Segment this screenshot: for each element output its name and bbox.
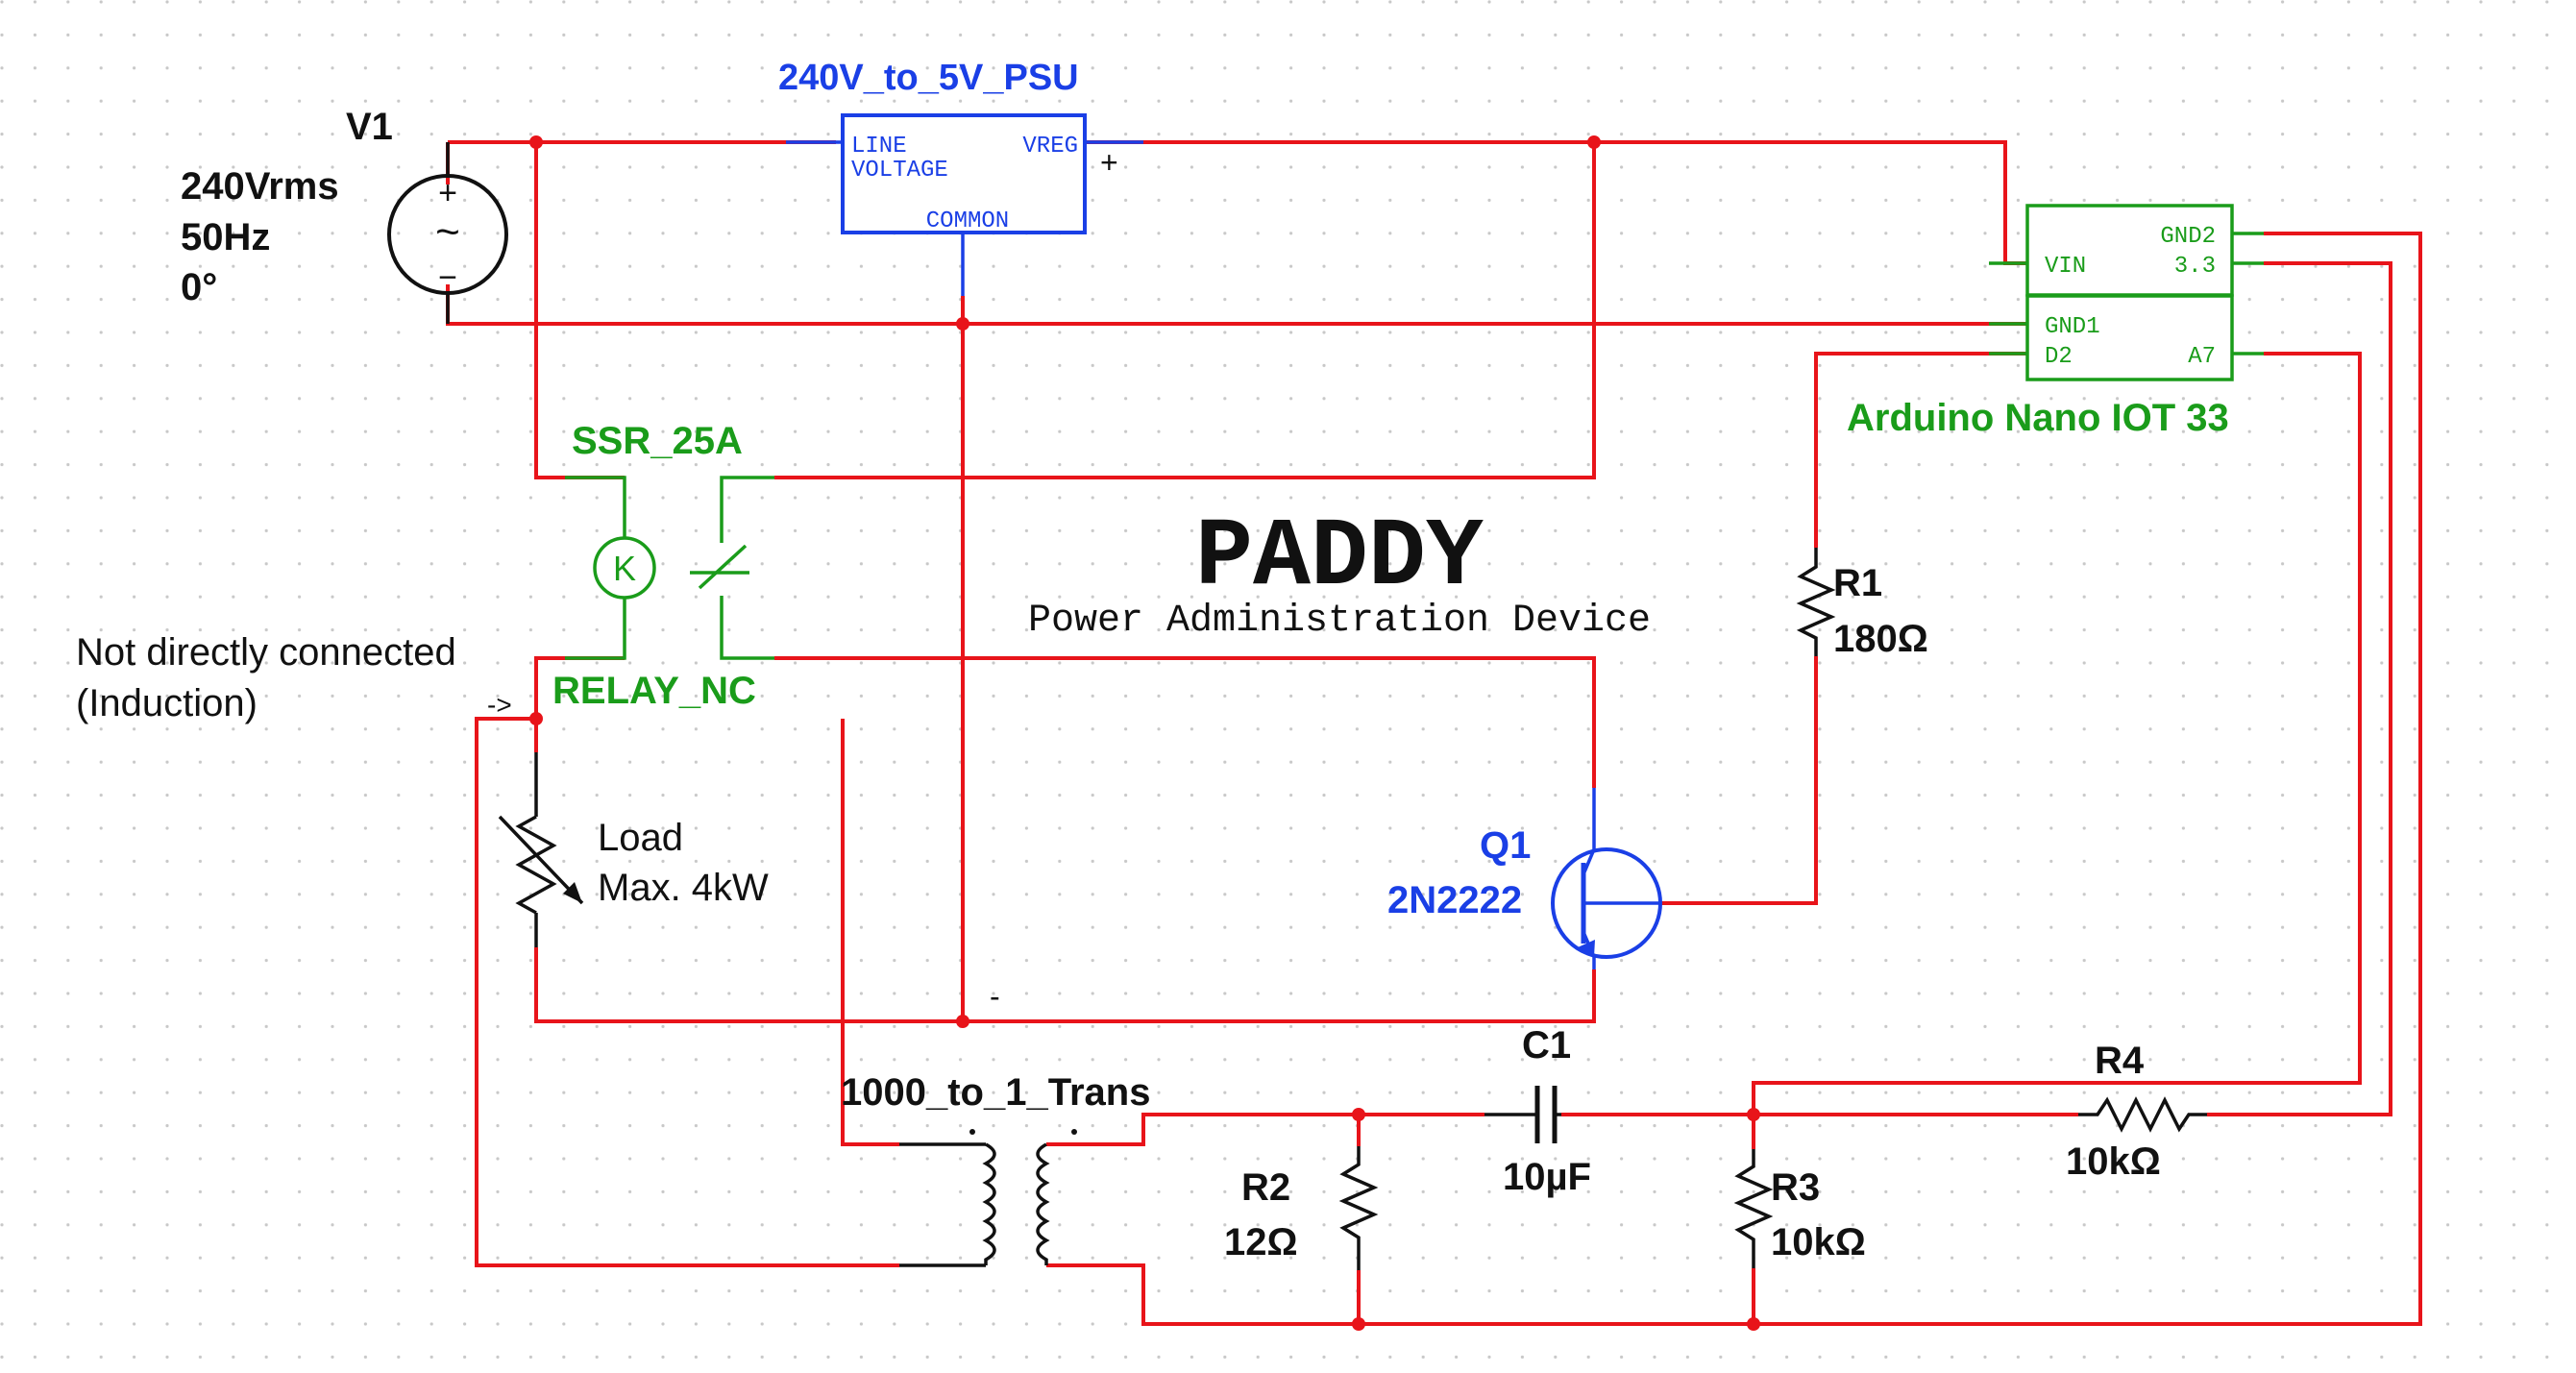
title-block: PADDY Power Administration Device: [1028, 504, 1651, 643]
v1-frequency: 50Hz: [181, 216, 270, 258]
wire-secondary-bottom: [1046, 232, 2422, 1326]
wire-r1-q1base: [1658, 656, 1818, 905]
c1-capacitor[interactable]: C1 10µF: [1484, 1024, 1591, 1198]
psu-name: 240V_to_5V_PSU: [778, 58, 1079, 98]
wire-d2-r1: [1814, 352, 2027, 548]
arduino-pin-gnd2: GND2: [2160, 224, 2216, 250]
ssr-relay[interactable]: SSR_25A K RELAY_NC: [552, 420, 774, 712]
relay-coil-letter: K: [613, 549, 636, 588]
r4-resistor[interactable]: R4 10kΩ: [2066, 1040, 2207, 1183]
v1-sine-symbol: ~: [435, 208, 460, 256]
junction: [1352, 1317, 1365, 1331]
wire-transformer-primary-top: [841, 719, 899, 1146]
junction: [529, 712, 543, 725]
psu-pin-voltage: VOLTAGE: [851, 158, 948, 184]
wire-induction-loop: [475, 717, 899, 1267]
psu-box: [841, 113, 1087, 234]
junction: [1747, 1317, 1760, 1331]
junction-dots: [529, 135, 1760, 1331]
load-resistor[interactable]: Load Max. 4kW: [498, 752, 769, 947]
v1-voltage: 240Vrms: [181, 165, 339, 208]
c1-name: C1: [1522, 1024, 1571, 1067]
load-line2: Max. 4kW: [598, 867, 769, 909]
psu-pin-common: COMMON: [926, 208, 1009, 234]
psu-plus-sign: +: [1100, 145, 1118, 180]
note-line1: Not directly connected: [76, 631, 456, 674]
arduino-pin-33: 3.3: [2174, 254, 2216, 280]
arduino-pin-a7: A7: [2188, 344, 2216, 370]
v1-name: V1: [346, 106, 393, 148]
arduino-pin-gnd1: GND1: [2045, 314, 2100, 340]
ssr-name: SSR_25A: [572, 420, 743, 462]
psu-pin-line: LINE: [851, 134, 907, 159]
transformer[interactable]: 1000_to_1_Trans: [841, 1071, 1150, 1267]
wire-secondary-top: [1046, 1113, 1361, 1146]
r4-value: 10kΩ: [2066, 1140, 2161, 1183]
junction: [1352, 1108, 1365, 1121]
load-line1: Load: [598, 817, 683, 859]
secondary-coil-icon: [1036, 1142, 1050, 1265]
r2-name: R2: [1241, 1166, 1290, 1209]
psu-minus-sign: -: [990, 979, 1000, 1014]
c1-value: 10µF: [1503, 1156, 1591, 1198]
arduino-box-top: [2025, 204, 2234, 297]
q1-part: 2N2222: [1387, 879, 1522, 921]
r1-value: 180Ω: [1833, 618, 1928, 660]
r4-name: R4: [2095, 1040, 2145, 1082]
wire-a7: [1752, 352, 2362, 1115]
wire-ssr-switch-top: [774, 142, 1596, 479]
v1-source[interactable]: + ~ − V1 240Vrms 50Hz 0°: [181, 106, 508, 324]
r2-resistor[interactable]: R2 12Ω: [1224, 1146, 1379, 1270]
wire-relay-to-q1: [774, 656, 1596, 788]
note-line2: (Induction): [76, 682, 258, 724]
induction-note: Not directly connected (Induction) ->: [76, 631, 512, 724]
wire-r4-right: [2207, 261, 2392, 1116]
r3-resistor[interactable]: R3 10kΩ: [1733, 1149, 1866, 1268]
junction: [956, 1015, 969, 1028]
q1-transistor[interactable]: Q1 2N2222: [1387, 788, 1662, 969]
q1-name: Q1: [1480, 824, 1531, 867]
junction: [1747, 1108, 1760, 1121]
r3-value: 10kΩ: [1771, 1221, 1866, 1263]
arduino-name: Arduino Nano IOT 33: [1847, 397, 2229, 439]
junction: [529, 135, 543, 149]
v1-minus-sign: −: [438, 259, 457, 296]
arduino-pin-vin: VIN: [2045, 254, 2086, 280]
page-title: PADDY: [1195, 504, 1484, 613]
primary-coil-icon: [982, 1142, 996, 1265]
r1-resistor[interactable]: R1 180Ω: [1796, 548, 1928, 660]
junction: [956, 317, 969, 331]
r2-value: 12Ω: [1224, 1221, 1298, 1263]
arduino-pin-d2: D2: [2045, 344, 2073, 370]
arduino-block[interactable]: GND2 VIN 3.3 GND1 D2 A7 Arduino Nano IOT…: [1847, 204, 2264, 439]
psu-block[interactable]: 240V_to_5V_PSU LINE VOLTAGE VREG COMMON …: [778, 58, 1143, 1014]
note-arrow: ->: [487, 690, 512, 720]
psu-pin-vreg: VREG: [1022, 134, 1078, 159]
r1-name: R1: [1833, 562, 1882, 604]
junction: [1587, 135, 1601, 149]
v1-plus-sign: +: [438, 175, 457, 211]
r3-name: R3: [1771, 1166, 1820, 1209]
page-subtitle: Power Administration Device: [1028, 600, 1651, 643]
arduino-box-bottom: [2025, 294, 2234, 381]
v1-phase: 0°: [181, 266, 217, 308]
relay-name: RELAY_NC: [552, 670, 756, 712]
transformer-name: 1000_to_1_Trans: [841, 1071, 1150, 1114]
wire-load-bottom: [534, 947, 1596, 1023]
